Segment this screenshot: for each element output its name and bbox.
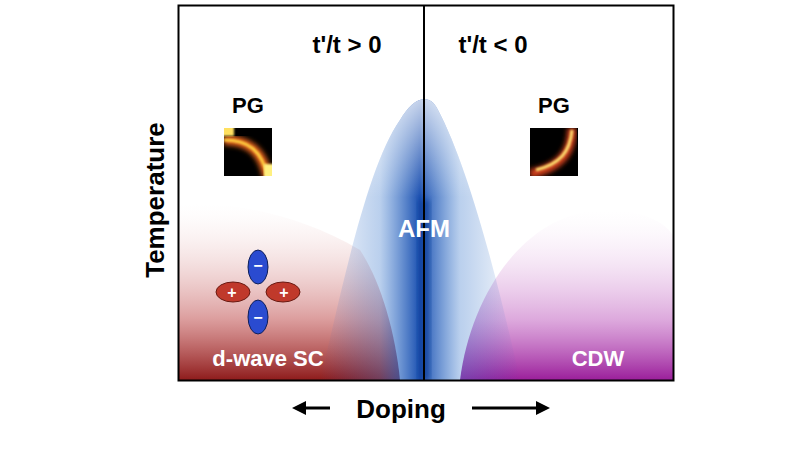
pg-label: PG: [538, 95, 570, 117]
sign-label: +: [279, 285, 288, 301]
sc-label: d-wave SC: [212, 348, 323, 370]
divider: [423, 5, 425, 381]
axis-label: Doping: [356, 396, 446, 422]
pg-heatmap-left: [222, 126, 274, 178]
pg-label: PG: [232, 95, 264, 117]
sign-label: +: [227, 285, 236, 301]
sign-label: −: [253, 310, 262, 326]
cdw-label: CDW: [572, 348, 625, 370]
frame: [179, 6, 674, 381]
sign-label: −: [253, 258, 262, 274]
axis-label: Temperature: [142, 122, 168, 278]
pg-heatmap-right: [530, 128, 578, 176]
afm-label: AFM: [398, 217, 450, 241]
sector-label: t'/t > 0: [312, 33, 381, 57]
phase-regions: [179, 99, 673, 380]
sector-label: t'/t < 0: [458, 33, 527, 57]
afm-dome: [320, 99, 520, 380]
afm-dome-fade: [320, 99, 520, 380]
d-wave-orbital: [216, 250, 300, 334]
